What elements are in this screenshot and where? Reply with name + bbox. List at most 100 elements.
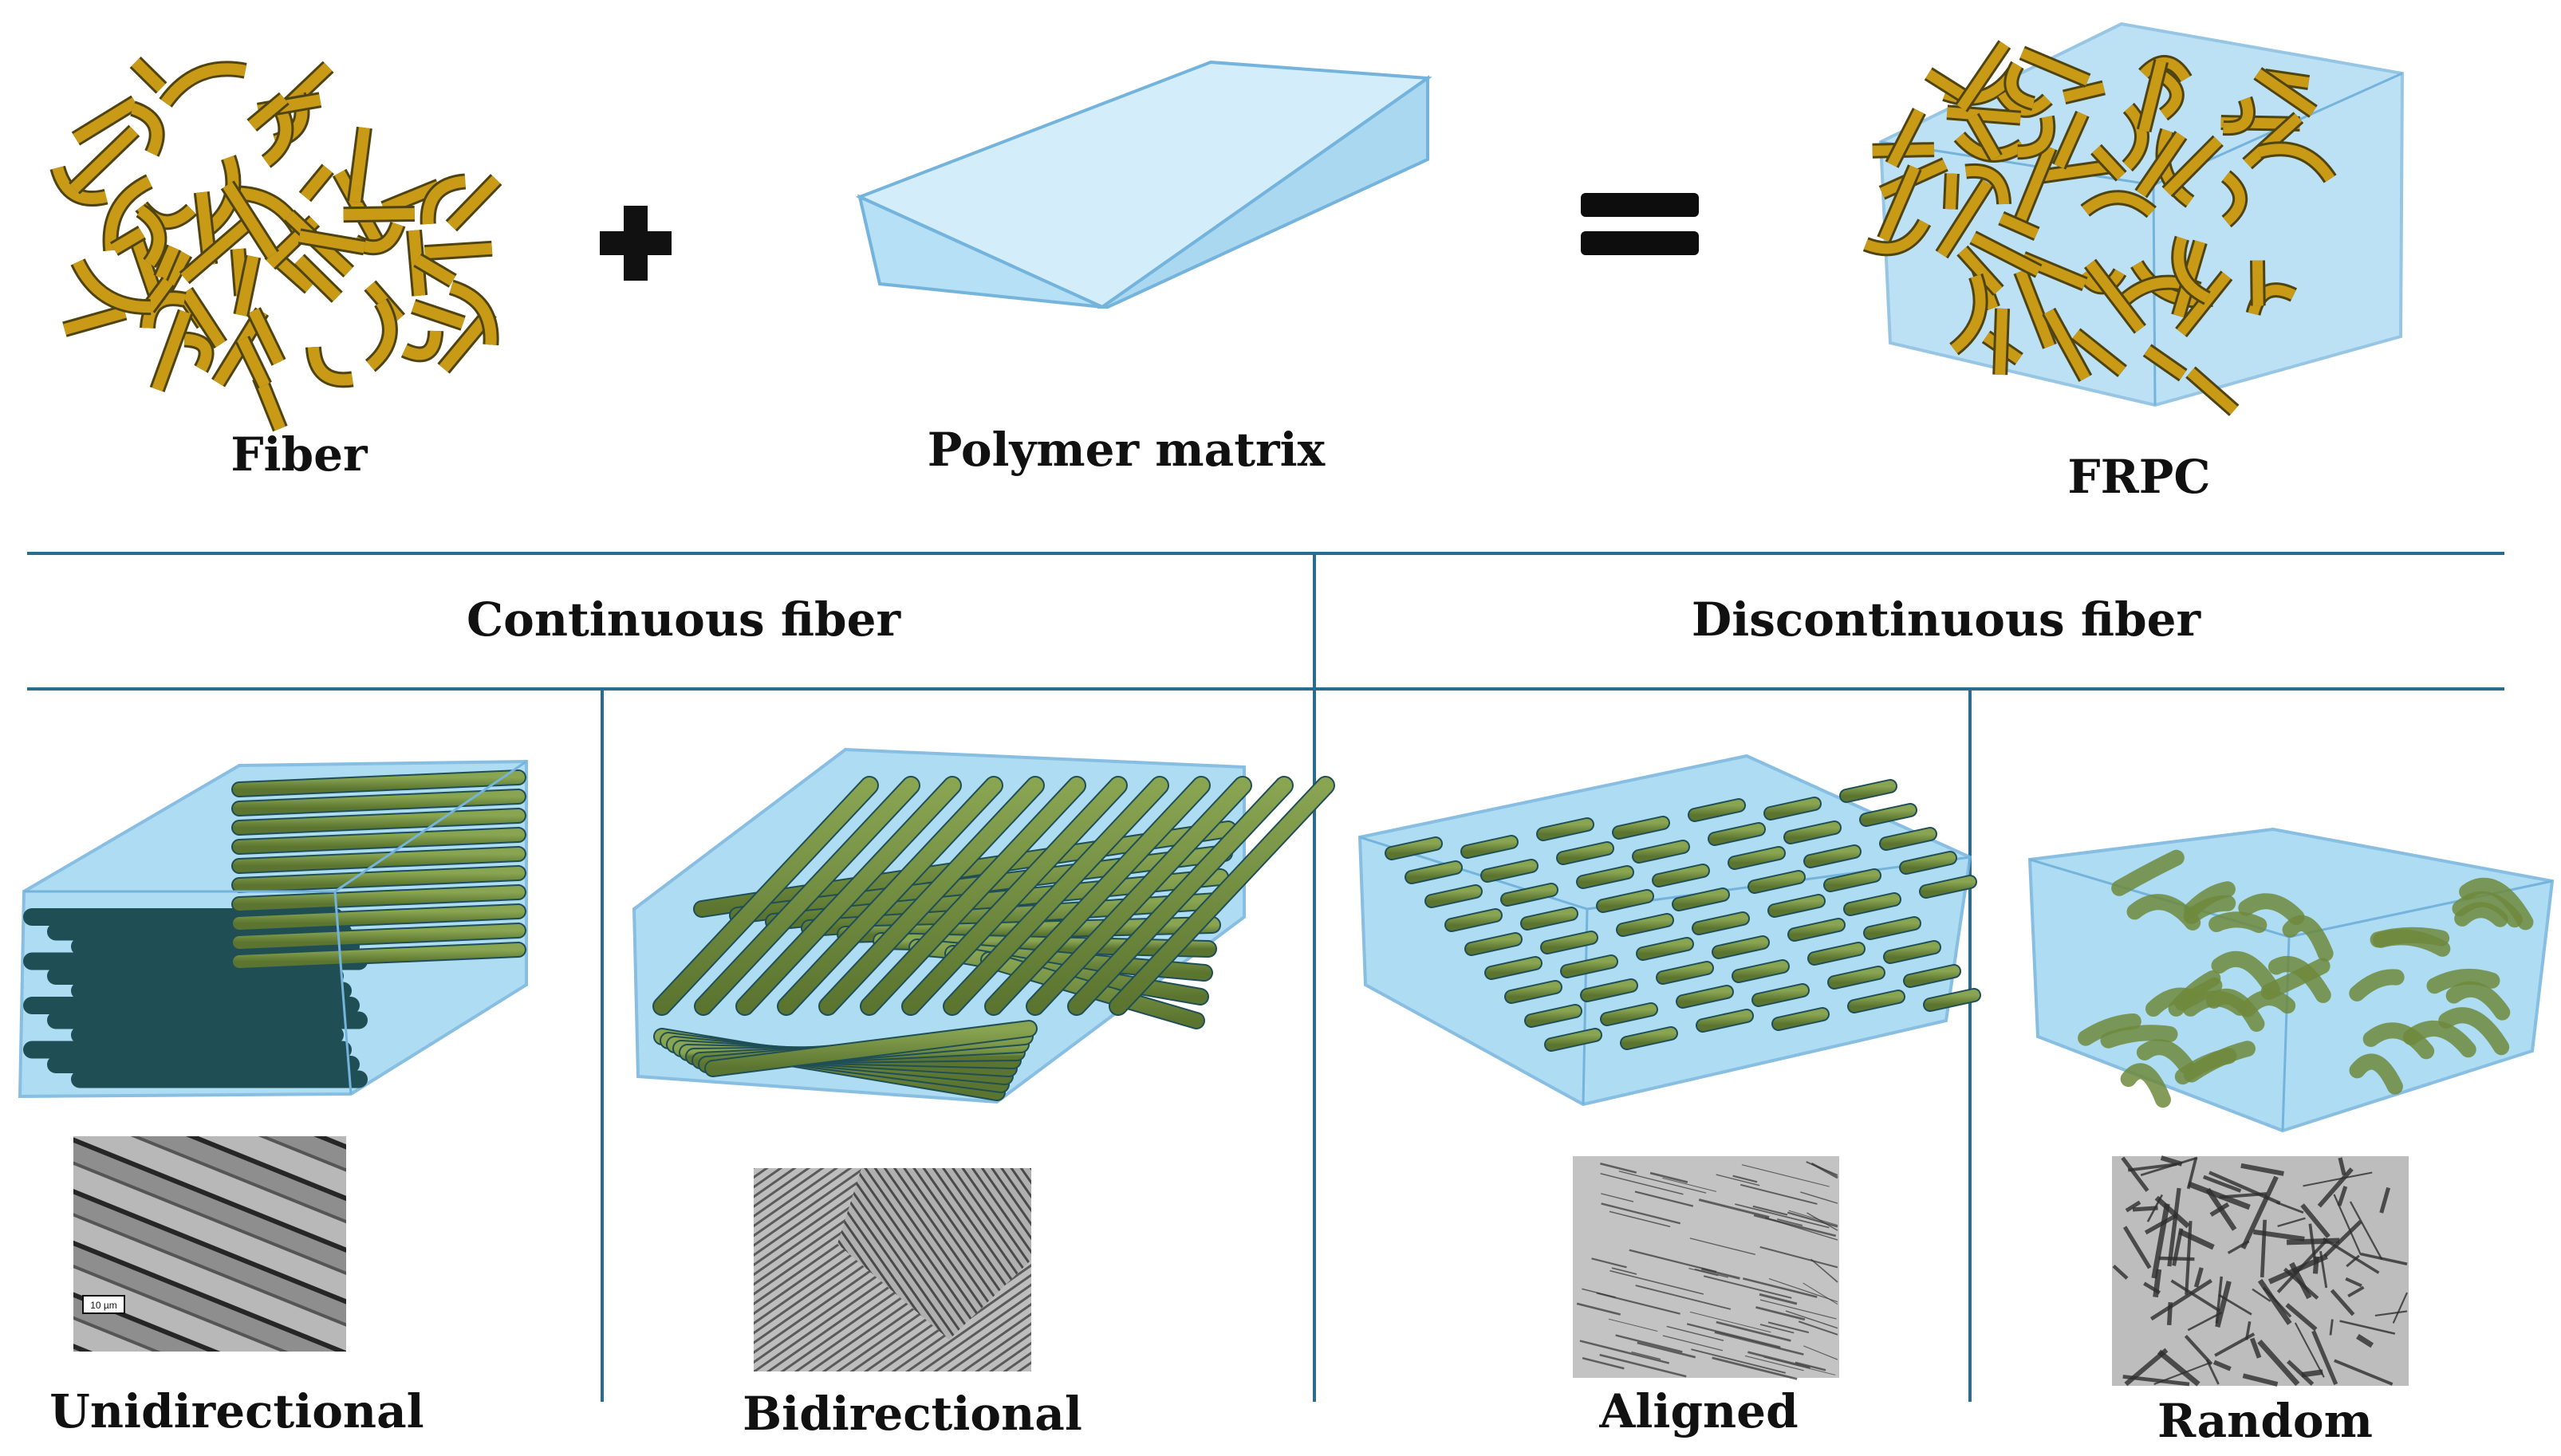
micrograph-streak (1768, 1277, 1838, 1303)
micrograph-streak (2193, 1267, 2204, 1288)
fiber-rod (944, 777, 1168, 1014)
fiber-strand (136, 206, 165, 267)
micrograph-streak (2339, 1320, 2396, 1335)
fiber-worm (2183, 895, 2236, 924)
fiber-rod (1861, 805, 1916, 825)
micrograph-streak (2240, 1163, 2284, 1176)
fiber-strand (111, 227, 145, 254)
fiber-strand (152, 309, 191, 392)
fiber-strand (73, 97, 139, 144)
fiber-rod (1709, 824, 1764, 844)
fiber-strand (131, 58, 166, 92)
fiber-strand (73, 259, 152, 313)
fiber-strand (2144, 345, 2186, 380)
fiber-strand (1946, 107, 2021, 124)
fiber-rod (1825, 870, 1880, 891)
micrograph-streak (1662, 1335, 1724, 1352)
micrograph-streak (2360, 1252, 2408, 1265)
fiber-rod (1617, 915, 1673, 935)
fiber-worm (2174, 1048, 2237, 1085)
fiber-strand (1863, 219, 1929, 254)
micrograph-streak (1759, 1245, 1838, 1269)
fiber-rod (1789, 919, 1844, 940)
fiber-rod (1809, 943, 1864, 964)
micrograph-streak (2157, 1349, 2200, 1387)
micrograph-streak (1752, 1205, 1788, 1216)
micrograph-streak (1810, 1162, 1838, 1179)
fiber-strand (402, 330, 442, 360)
micrograph-streak (1666, 1325, 1724, 1341)
fiber-rod (1637, 939, 1692, 959)
continuous-fiber-header: Continuous fiber (467, 592, 902, 647)
micrograph-streak (1600, 1162, 1637, 1174)
micrograph-streak (2345, 1277, 2362, 1288)
fiber-worm (2111, 849, 2185, 896)
micrograph-streak (2374, 1310, 2408, 1316)
fiber-rod (1506, 982, 1561, 1002)
fiber-rod (1677, 986, 1732, 1007)
fiber-strand (237, 336, 270, 388)
fiber-rod (1785, 822, 1840, 843)
micrograph-streak (1740, 1183, 1818, 1205)
fiber-worm (2182, 990, 2248, 1017)
fiber-rod (233, 848, 525, 872)
micrograph-streak (2143, 1281, 2161, 1295)
fiber-rod (1538, 819, 1593, 840)
fiber-strand (2014, 145, 2055, 227)
fiber-strand (449, 281, 497, 345)
fiber-rod (233, 771, 525, 796)
micrograph-streak (1767, 1321, 1810, 1334)
micrograph-streak (2160, 1155, 2183, 1167)
fiber-worm (2370, 927, 2450, 948)
fiber-strand (2072, 329, 2126, 376)
fiber-strand (1995, 308, 2008, 376)
micrograph-streak (1735, 1203, 1830, 1229)
fiber-strand (156, 245, 179, 281)
fiber-worm (2438, 1007, 2510, 1056)
fiber-strand (2163, 136, 2222, 196)
micrograph-streak (1609, 1210, 1671, 1228)
micrograph-streak (2186, 1157, 2198, 1190)
micrograph-streak (2151, 1203, 2170, 1279)
fiber-strand (301, 165, 333, 201)
fiber-worm (2100, 1025, 2178, 1049)
fiber-strand (2015, 270, 2055, 348)
micrograph-streak (2300, 1203, 2331, 1238)
fiber-worm (2239, 990, 2296, 1017)
fiber-strand (1937, 179, 1992, 258)
micrograph-streak (1694, 1268, 1729, 1278)
frpc-label: FRPC (2067, 450, 2210, 504)
micrograph-streak (2283, 1267, 2319, 1300)
fiber-rod (654, 777, 877, 1014)
fiber-rod (1582, 980, 1637, 1001)
fiber-rod (1693, 913, 1748, 934)
fiber-rod (1773, 1009, 1828, 1029)
fiber-rod (802, 894, 1223, 935)
fiber-strand (183, 333, 212, 372)
fiber-worm (2282, 915, 2334, 962)
fiber-rod (1885, 942, 1940, 962)
fiber-rod (1729, 848, 1784, 868)
fiber-strand (2222, 171, 2246, 226)
fiber-strand (1968, 114, 2001, 161)
fiber-rod (1578, 867, 1633, 887)
fiber-rod (1482, 860, 1537, 881)
fiber-rod (1522, 908, 1577, 929)
fiber-rod (737, 777, 960, 1014)
micrograph-streak (2244, 1320, 2252, 1340)
micrograph-streak (2240, 1175, 2279, 1249)
micrograph-streak (1798, 1320, 1838, 1336)
micrograph-streak (1576, 1302, 1621, 1316)
unidirectional-block (18, 759, 528, 1099)
fiber-rod (778, 777, 1002, 1014)
micrograph-streak (1759, 1299, 1837, 1320)
random-block (2027, 827, 2555, 1133)
fiber-rod (1406, 862, 1461, 883)
micrograph-streak (1800, 1191, 1838, 1204)
fiber-rod (820, 777, 1043, 1014)
micrograph-streak (2286, 1238, 2340, 1245)
micrograph-streak (2124, 1348, 2169, 1387)
micrograph-streak (1609, 1269, 1704, 1295)
fiber-strand (298, 230, 366, 254)
micrograph-streak (1634, 1190, 1694, 1207)
